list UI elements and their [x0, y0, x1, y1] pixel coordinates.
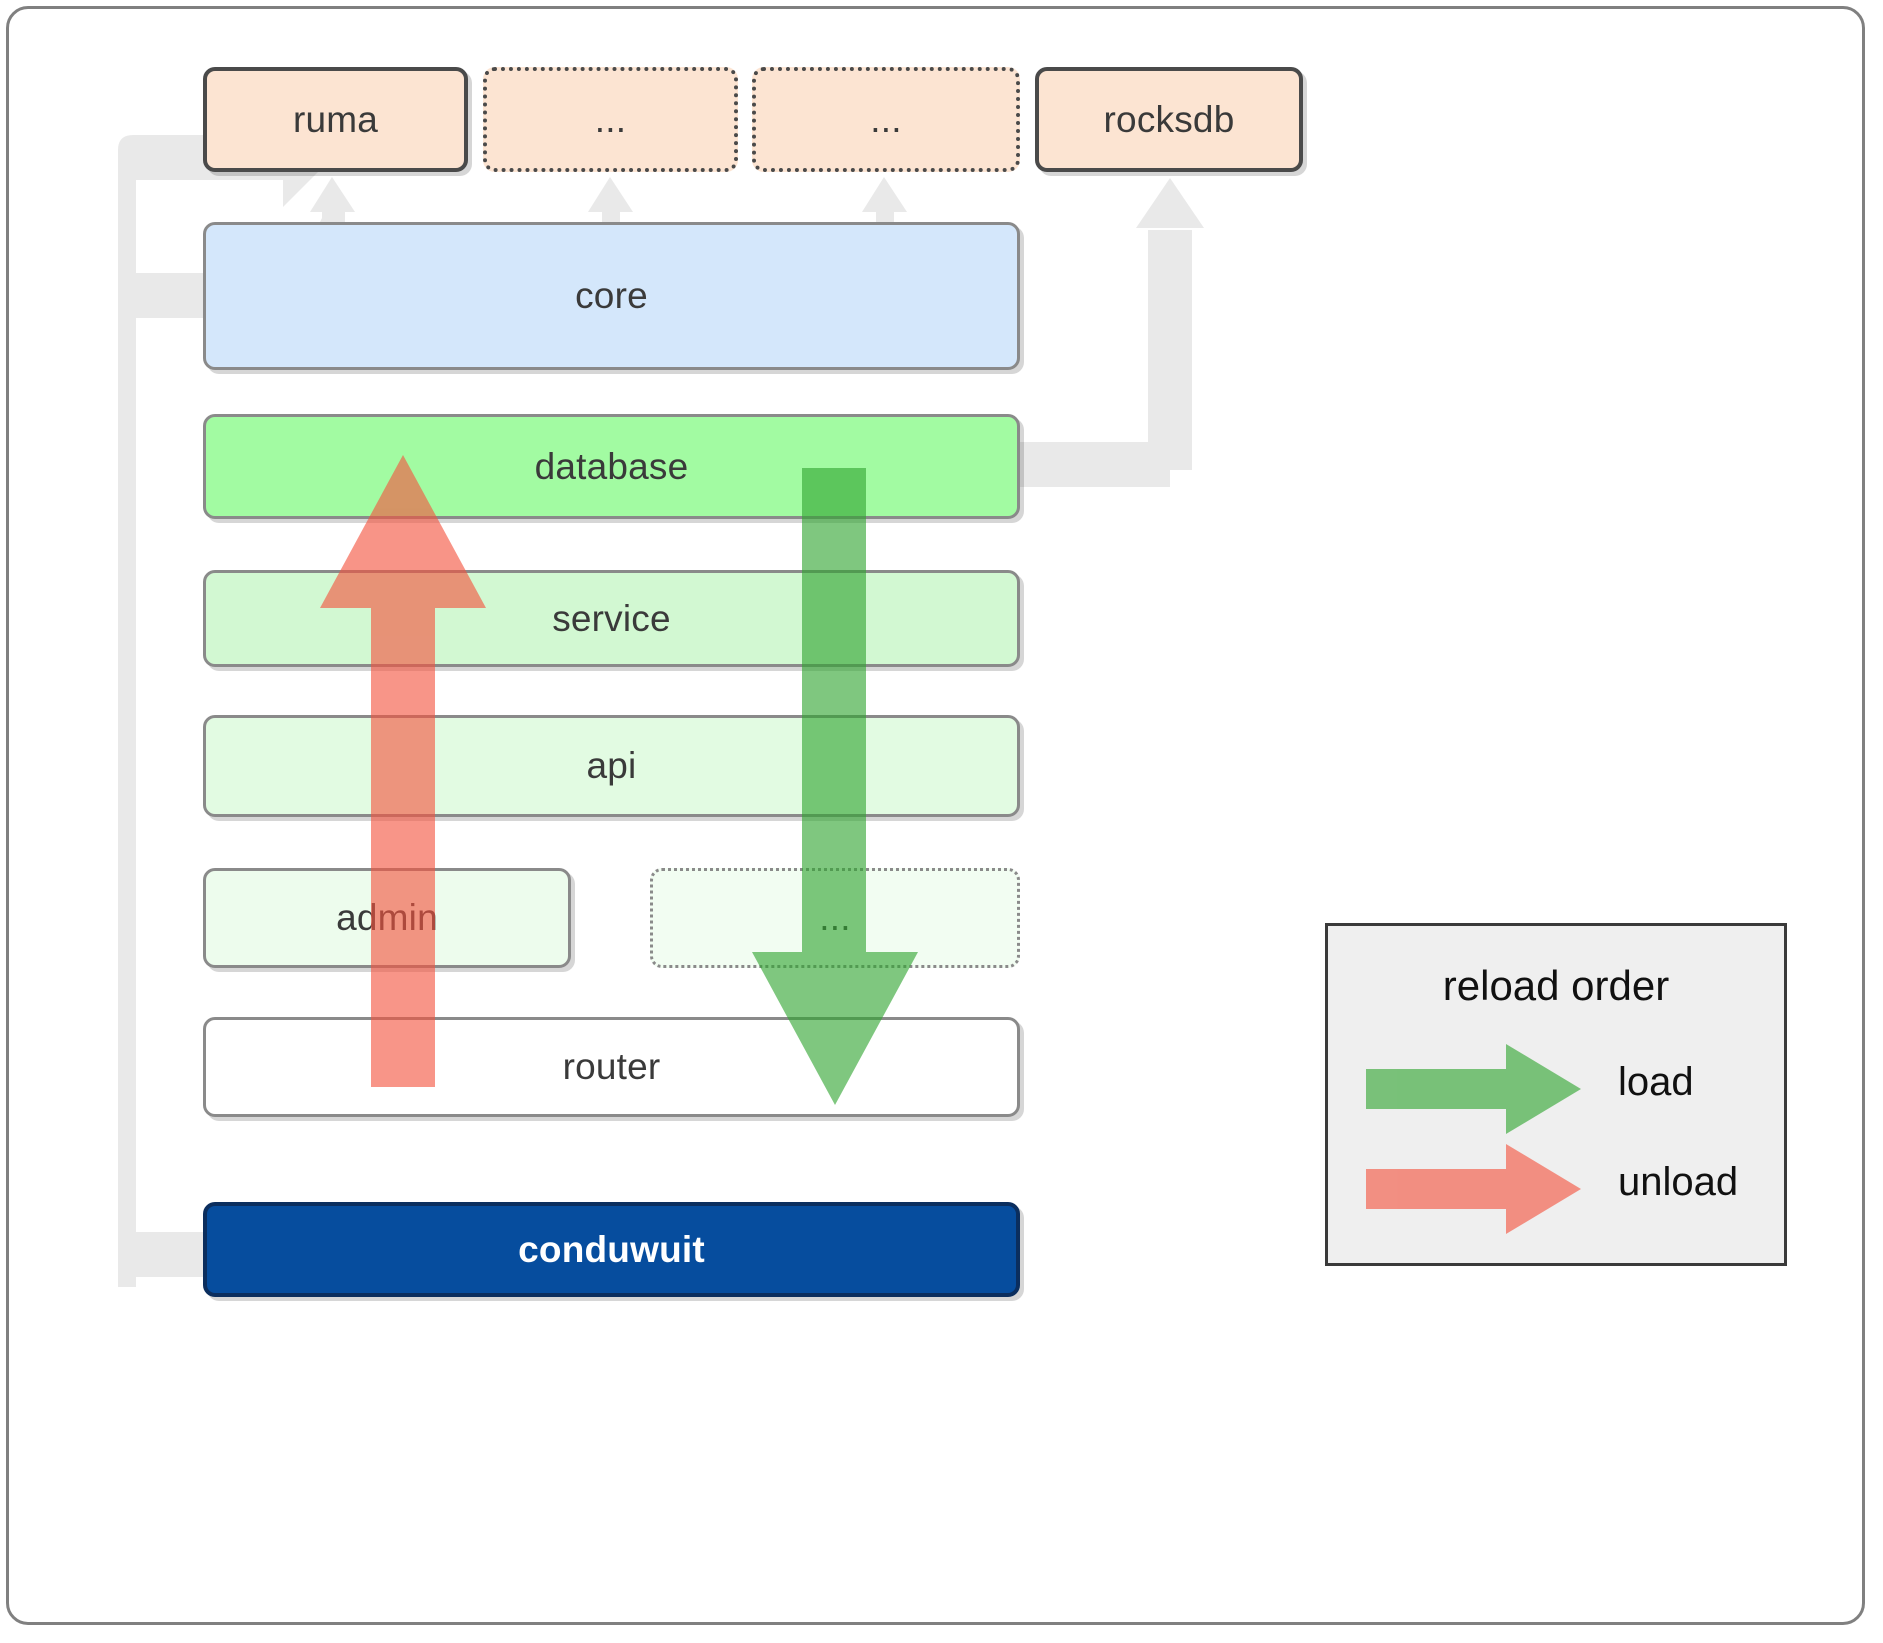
- node-label-rocksdb: rocksdb: [1103, 98, 1235, 140]
- node-lib-dots-1[interactable]: ...: [483, 67, 738, 172]
- node-rocksdb[interactable]: rocksdb: [1035, 67, 1303, 172]
- node-conduwuit[interactable]: conduwuit: [203, 1202, 1020, 1297]
- node-label-database: database: [534, 445, 689, 487]
- legend-load-arrow-icon: [1366, 1044, 1581, 1134]
- node-api[interactable]: api: [203, 715, 1020, 817]
- node-label-service: service: [552, 597, 671, 639]
- legend-unload-arrow-icon: [1366, 1144, 1581, 1234]
- legend-reload-order: reload order load unload: [1325, 923, 1787, 1266]
- legend-row-load: load: [1328, 1044, 1784, 1134]
- legend-label-load: load: [1618, 1060, 1694, 1104]
- node-ruma[interactable]: ruma: [203, 67, 468, 172]
- node-label-api: api: [586, 745, 637, 786]
- node-lib-dots-2[interactable]: ...: [752, 67, 1020, 172]
- unload-arrow: [320, 455, 486, 1087]
- legend-row-unload: unload: [1328, 1144, 1784, 1234]
- legend-title: reload order: [1442, 962, 1670, 1009]
- node-label-ruma: ruma: [292, 98, 379, 140]
- load-arrow: [752, 468, 918, 1105]
- node-label-core: core: [575, 275, 648, 316]
- node-database[interactable]: database: [203, 414, 1020, 519]
- node-router[interactable]: router: [203, 1017, 1020, 1117]
- node-label-lib-dots-2: ...: [870, 98, 902, 140]
- node-label-router: router: [562, 1046, 661, 1087]
- node-label-lib-dots-1: ...: [594, 98, 627, 140]
- node-label-conduwuit: conduwuit: [518, 1228, 705, 1270]
- legend-label-unload: unload: [1618, 1160, 1739, 1204]
- node-core[interactable]: core: [203, 222, 1020, 370]
